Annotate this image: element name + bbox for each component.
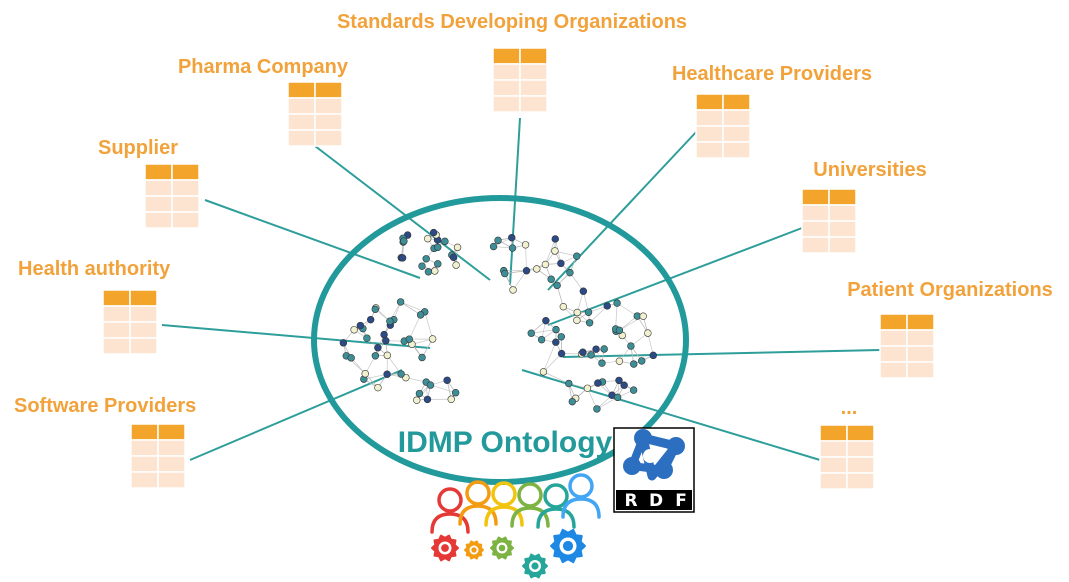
stakeholder-label-software: Software Providers bbox=[14, 395, 196, 417]
connector-line bbox=[547, 129, 699, 291]
center-title: IDMP Ontology bbox=[398, 426, 613, 459]
table-icon bbox=[695, 93, 751, 159]
rdf-letter-f: F bbox=[675, 491, 687, 511]
stakeholder-label-pharma: Pharma Company bbox=[178, 56, 349, 78]
stakeholder-patient-org: Patient Organizations bbox=[847, 279, 1053, 379]
stakeholder-sdo: Standards Developing Organizations bbox=[337, 11, 687, 113]
ontology-network-graph bbox=[339, 228, 657, 413]
connector-line bbox=[547, 227, 803, 326]
stakeholder-supplier: Supplier bbox=[98, 137, 200, 229]
rdf-logo-icon: R D F bbox=[613, 427, 695, 513]
table-icon bbox=[879, 313, 935, 379]
connector-line bbox=[314, 145, 491, 281]
stakeholder-label-supplier: Supplier bbox=[98, 137, 178, 159]
stakeholder-label-health-authority: Health authority bbox=[18, 258, 171, 280]
connector-line bbox=[204, 199, 421, 279]
stakeholder-label-universities: Universities bbox=[813, 159, 926, 181]
stakeholder-software: Software Providers bbox=[14, 395, 196, 489]
stakeholder-more: ... bbox=[819, 397, 875, 490]
connector-lines bbox=[161, 117, 881, 461]
connector-line bbox=[509, 117, 521, 286]
table-icon bbox=[144, 163, 200, 229]
collaboration-gears-icon bbox=[430, 473, 601, 579]
table-icon bbox=[819, 424, 875, 490]
table-icon bbox=[492, 47, 548, 113]
stakeholder-pharma: Pharma Company bbox=[178, 56, 349, 147]
stakeholder-label-healthcare: Healthcare Providers bbox=[672, 63, 872, 85]
connector-line bbox=[189, 369, 403, 461]
connector-line bbox=[562, 349, 881, 358]
stakeholder-universities: Universities bbox=[801, 159, 927, 254]
stakeholder-label-patient-org: Patient Organizations bbox=[847, 279, 1053, 301]
stakeholder-label-more: ... bbox=[841, 397, 858, 419]
rdf-letter-r: R bbox=[624, 491, 637, 511]
table-icon bbox=[801, 188, 857, 254]
table-icon bbox=[102, 289, 158, 355]
table-icon bbox=[130, 423, 186, 489]
stakeholder-healthcare: Healthcare Providers bbox=[672, 63, 872, 159]
table-icon bbox=[287, 81, 343, 147]
stakeholder-label-sdo: Standards Developing Organizations bbox=[337, 11, 687, 33]
rdf-letter-d: D bbox=[649, 491, 663, 511]
stakeholder-health-authority: Health authority bbox=[18, 258, 171, 355]
